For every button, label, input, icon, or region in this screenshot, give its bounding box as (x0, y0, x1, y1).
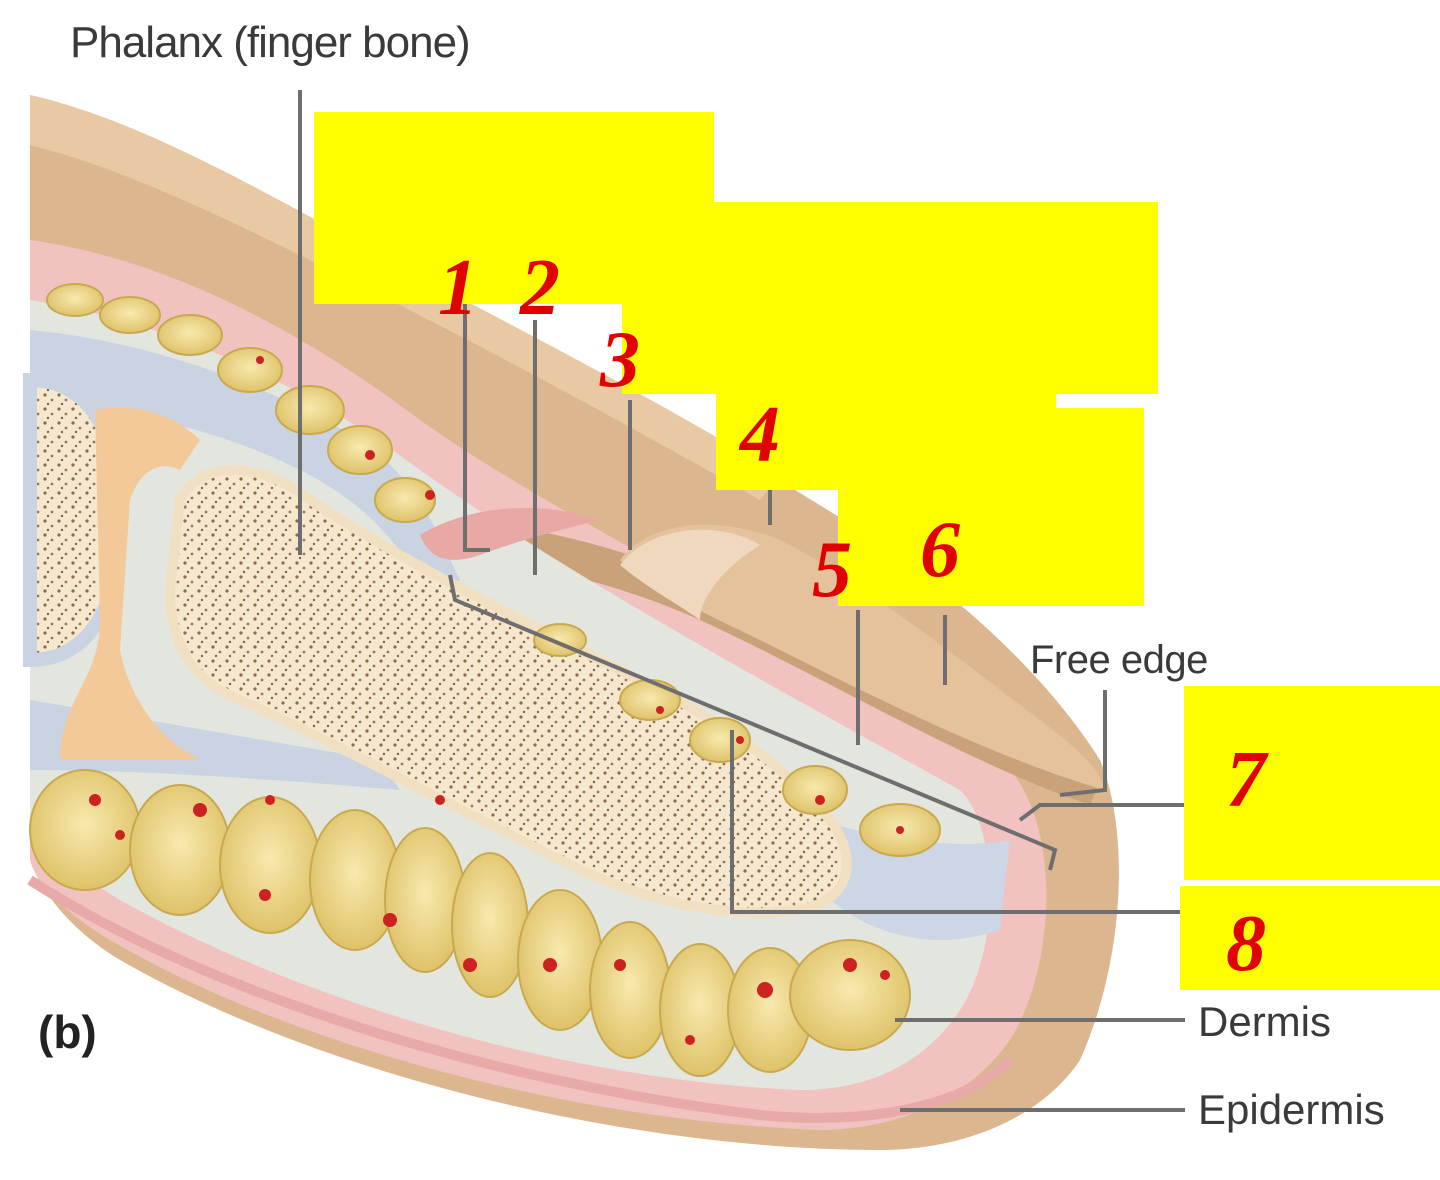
fat-lobules-lower (29, 769, 911, 1077)
phalanx-label: Phalanx (finger bone) (70, 18, 471, 67)
ligament-upper (30, 330, 460, 600)
marker-7: 7 (1226, 736, 1266, 824)
marker-4: 4 (740, 391, 780, 479)
fat-lobules-upper (46, 283, 941, 857)
marker-8: 8 (1226, 900, 1266, 988)
nail-plate (420, 520, 1100, 805)
dermis-label: Dermis (1198, 998, 1331, 1045)
blood-vessels (89, 356, 904, 1045)
free-edge-label: Free edge (1030, 638, 1208, 682)
epidermis-label: Epidermis (1198, 1086, 1385, 1133)
distal-phalanx (164, 465, 852, 918)
answer-box-6[interactable] (1180, 886, 1440, 990)
answer-box-4[interactable] (838, 408, 1144, 606)
nail-body (620, 524, 1105, 790)
marker-3: 3 (600, 316, 640, 404)
marker-1: 1 (438, 244, 478, 332)
answer-box-5[interactable] (1184, 686, 1440, 880)
lunule (620, 529, 760, 620)
marker-6: 6 (920, 506, 960, 594)
joint-cartilage (60, 407, 200, 760)
panel-letter: (b) (38, 1006, 97, 1058)
leader-lines (298, 90, 1185, 1112)
marker-5: 5 (812, 526, 852, 614)
epidermis-outline (27, 875, 1014, 1123)
marker-2: 2 (520, 244, 560, 332)
